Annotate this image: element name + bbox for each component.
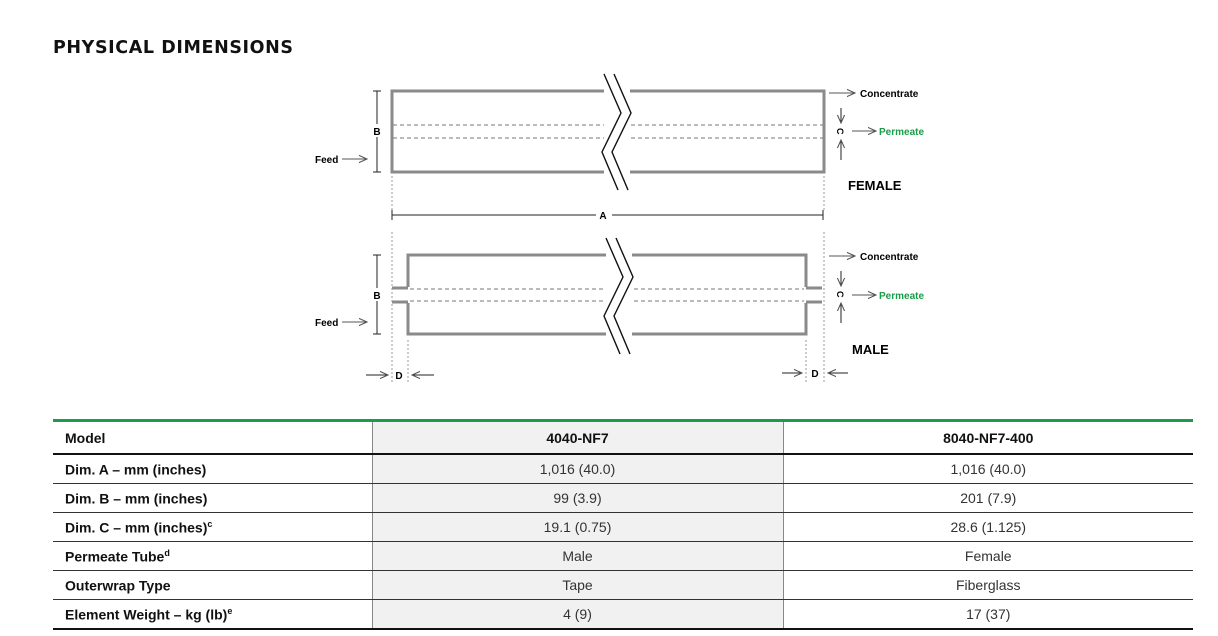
header-col2: 8040-NF7-400 bbox=[783, 420, 1193, 455]
table-row: Outerwrap Type Tape Fiberglass bbox=[53, 570, 1193, 600]
row-col1: 99 (3.9) bbox=[371, 483, 784, 513]
header-col1: 4040-NF7 bbox=[371, 420, 784, 455]
male-dim-d-left-label: D bbox=[395, 371, 402, 382]
row-col1: Tape bbox=[371, 570, 784, 600]
row-label: Element Weight – kg (lb) bbox=[65, 606, 228, 623]
row-label: Dim. B – mm (inches) bbox=[65, 490, 208, 507]
row-footnote: c bbox=[207, 518, 213, 529]
male-feed-label: Feed bbox=[315, 318, 338, 329]
table-header-row: Model 4040-NF7 8040-NF7-400 bbox=[53, 420, 1193, 455]
female-concentrate-label: Concentrate bbox=[860, 89, 919, 100]
table-row: Permeate Tubed Male Female bbox=[53, 541, 1193, 571]
dim-a: A bbox=[391, 210, 824, 222]
row-col1: 4 (9) bbox=[371, 599, 784, 630]
male-permeate-label: Permeate bbox=[879, 291, 924, 302]
female-label: FEMALE bbox=[848, 178, 902, 193]
dimensions-diagram: B Feed C Concentrate Permeate FEMALE A bbox=[315, 73, 924, 382]
row-col2: 28.6 (1.125) bbox=[783, 512, 1193, 542]
dim-a-label: A bbox=[599, 211, 606, 222]
row-label: Permeate Tube bbox=[65, 548, 165, 565]
row-footnote: e bbox=[227, 605, 233, 616]
table-row: Dim. C – mm (inches)c 19.1 (0.75) 28.6 (… bbox=[53, 512, 1193, 542]
row-col2: 1,016 (40.0) bbox=[783, 454, 1193, 484]
row-col2: Fiberglass bbox=[783, 570, 1193, 600]
row-footnote: d bbox=[164, 547, 170, 558]
row-label: Outerwrap Type bbox=[65, 577, 171, 594]
row-col1: 19.1 (0.75) bbox=[371, 512, 784, 542]
male-label: MALE bbox=[852, 342, 889, 357]
row-col2: 201 (7.9) bbox=[783, 483, 1193, 513]
dimensions-table: Model 4040-NF7 8040-NF7-400 Dim. A – mm … bbox=[53, 419, 1193, 630]
male-concentrate-label: Concentrate bbox=[860, 252, 919, 263]
row-col2: 17 (37) bbox=[783, 599, 1193, 630]
female-dim-c-label: C bbox=[835, 128, 845, 135]
row-col1: 1,016 (40.0) bbox=[371, 454, 784, 484]
female-feed-label: Feed bbox=[315, 155, 338, 166]
row-col1: Male bbox=[371, 541, 784, 571]
female-dim-b-label: B bbox=[373, 127, 380, 138]
male-dim-d-right-label: D bbox=[811, 369, 818, 380]
male-dim-b-label: B bbox=[373, 291, 380, 302]
row-label: Dim. C – mm (inches) bbox=[65, 519, 208, 536]
header-model: Model bbox=[53, 420, 372, 455]
table-row: Element Weight – kg (lb)e 4 (9) 17 (37) bbox=[53, 599, 1193, 630]
table-row: Dim. B – mm (inches) 99 (3.9) 201 (7.9) bbox=[53, 483, 1193, 513]
female-permeate-label: Permeate bbox=[879, 127, 924, 138]
row-label: Dim. A – mm (inches) bbox=[65, 461, 207, 478]
female-element: B Feed C Concentrate Permeate FEMALE bbox=[315, 73, 924, 210]
row-col2: Female bbox=[783, 541, 1193, 571]
male-dim-c-label: C bbox=[835, 291, 845, 298]
page-title: PHYSICAL DIMENSIONS bbox=[53, 38, 294, 58]
table-row: Dim. A – mm (inches) 1,016 (40.0) 1,016 … bbox=[53, 454, 1193, 484]
male-element: B Feed C Concentrate Permeate MALE D D bbox=[315, 232, 924, 382]
